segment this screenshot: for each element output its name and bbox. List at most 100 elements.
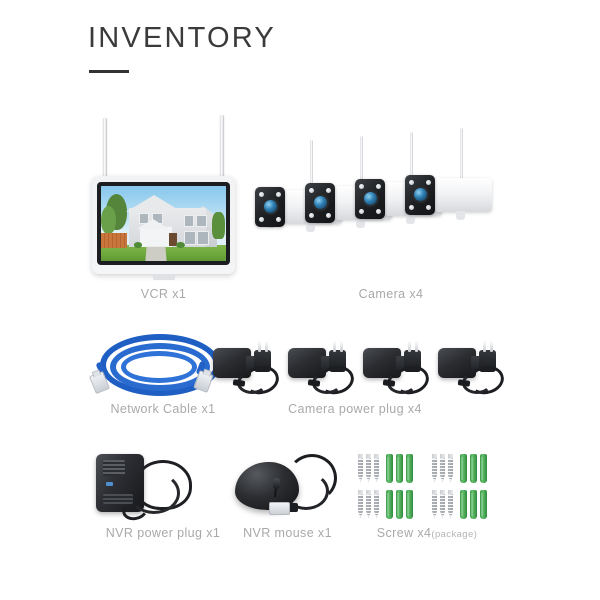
screw-label-main: Screw x4 <box>376 526 432 540</box>
camera-mount <box>406 215 415 224</box>
screw-package <box>432 490 487 519</box>
wall-anchor-icon <box>386 454 393 483</box>
vcr-monitor-bezel <box>97 182 230 265</box>
screw-set <box>358 490 379 519</box>
adapter-prong <box>408 341 411 352</box>
screw-icon <box>358 490 363 519</box>
wall-anchor-icon <box>396 490 403 519</box>
power-adapter-unit <box>213 341 282 398</box>
camera-lens <box>364 192 377 205</box>
screen-window <box>183 231 196 245</box>
camera-led <box>259 217 264 222</box>
wall-anchor-icon <box>480 454 487 483</box>
adapter-prong <box>333 341 336 352</box>
inventory-item-nvr-mouse: NVR mouse x1 <box>225 448 350 540</box>
camera-led <box>376 209 381 214</box>
power-adapter-unit <box>288 341 357 398</box>
camera-antenna-icon <box>460 128 463 180</box>
cable-coil <box>121 351 197 383</box>
wall-anchor-icon <box>460 490 467 519</box>
power-adapter-unit <box>438 341 507 398</box>
screw-set <box>432 454 453 483</box>
power-brick-vents <box>103 494 133 504</box>
wall-anchor-icon <box>480 490 487 519</box>
vcr-monitor-chin <box>92 265 235 274</box>
adapter-prong <box>490 341 493 352</box>
usb-connector <box>269 502 290 515</box>
anchor-set <box>460 454 487 483</box>
camera-faceplate <box>305 183 335 223</box>
screw-icon <box>432 454 437 483</box>
camera-faceplate <box>255 187 285 227</box>
adapter-prong-block <box>479 350 496 372</box>
inventory-item-vcr-label: VCR x1 <box>140 287 187 301</box>
power-adapter-unit <box>363 341 432 398</box>
inventory-item-screw: Screw x4(package) <box>352 448 502 540</box>
screw-icon <box>448 454 453 483</box>
anchor-set <box>460 490 487 519</box>
screw-icon <box>366 454 371 483</box>
adapter-prong <box>483 341 486 352</box>
screw-icon <box>448 490 453 519</box>
adapter-prong <box>340 341 343 352</box>
inventory-item-nvr-power-plug-label: NVR power plug x1 <box>105 526 221 540</box>
camera-led <box>409 205 414 210</box>
camera-lens <box>264 200 277 213</box>
camera-led <box>276 192 281 197</box>
screw-icon <box>374 454 379 483</box>
mouse-scroll-wheel <box>273 478 280 489</box>
camera-mount <box>356 219 365 228</box>
camera-led <box>409 180 414 185</box>
vcr-antenna-right-icon <box>220 115 224 180</box>
anchor-set <box>386 454 413 483</box>
nvr-power-plug-illustration <box>78 448 248 526</box>
camera-mount <box>306 223 315 232</box>
mouse-cord <box>283 472 329 510</box>
screw-illustration <box>352 448 502 526</box>
mouse-cord <box>287 454 337 502</box>
camera-faceplate <box>355 179 385 219</box>
camera-lens <box>314 196 327 209</box>
wall-anchor-icon <box>470 490 477 519</box>
screen-door <box>168 233 178 246</box>
nvr-mouse-illustration <box>225 448 350 526</box>
adapter-prong <box>415 341 418 352</box>
screen-porch-roof <box>137 218 170 229</box>
screen-window <box>183 214 195 227</box>
wall-anchor-icon <box>386 490 393 519</box>
camera-mount <box>456 211 465 220</box>
inventory-item-camera-power-plug: Camera power plug x4 <box>205 330 507 416</box>
screw-set <box>432 490 453 519</box>
screen-shrub <box>176 242 185 249</box>
vcr-illustration <box>86 112 241 287</box>
screen-tree <box>101 205 116 234</box>
camera-led <box>309 188 314 193</box>
camera-illustration <box>255 112 510 287</box>
inventory-item-network-cable-label: Network Cable x1 <box>110 402 216 416</box>
power-brick-cord <box>128 472 180 514</box>
page-title: INVENTORY <box>88 22 276 54</box>
camera-power-plug-illustration <box>205 330 507 402</box>
vcr-stand <box>152 274 175 280</box>
screen-window <box>196 214 207 227</box>
adapter-prong <box>265 341 268 352</box>
power-brick-vents <box>103 460 125 476</box>
adapter-dc-tip <box>307 379 321 387</box>
camera-body <box>430 178 492 212</box>
screw-icon <box>374 490 379 519</box>
adapter-prong-block <box>404 350 421 372</box>
screw-label-suffix: (package) <box>431 529 478 540</box>
camera-led <box>309 213 314 218</box>
screen-walkway <box>145 246 167 261</box>
adapter-prong-block <box>254 350 271 372</box>
camera-lens <box>414 188 427 201</box>
adapter-dc-tip <box>232 379 246 387</box>
screw-icon <box>358 454 363 483</box>
power-brick-led <box>106 482 113 486</box>
screen-fence <box>101 233 128 249</box>
screw-icon <box>432 490 437 519</box>
screw-package <box>432 454 487 483</box>
camera-led <box>376 184 381 189</box>
camera-led <box>326 188 331 193</box>
vcr-monitor <box>92 176 235 274</box>
